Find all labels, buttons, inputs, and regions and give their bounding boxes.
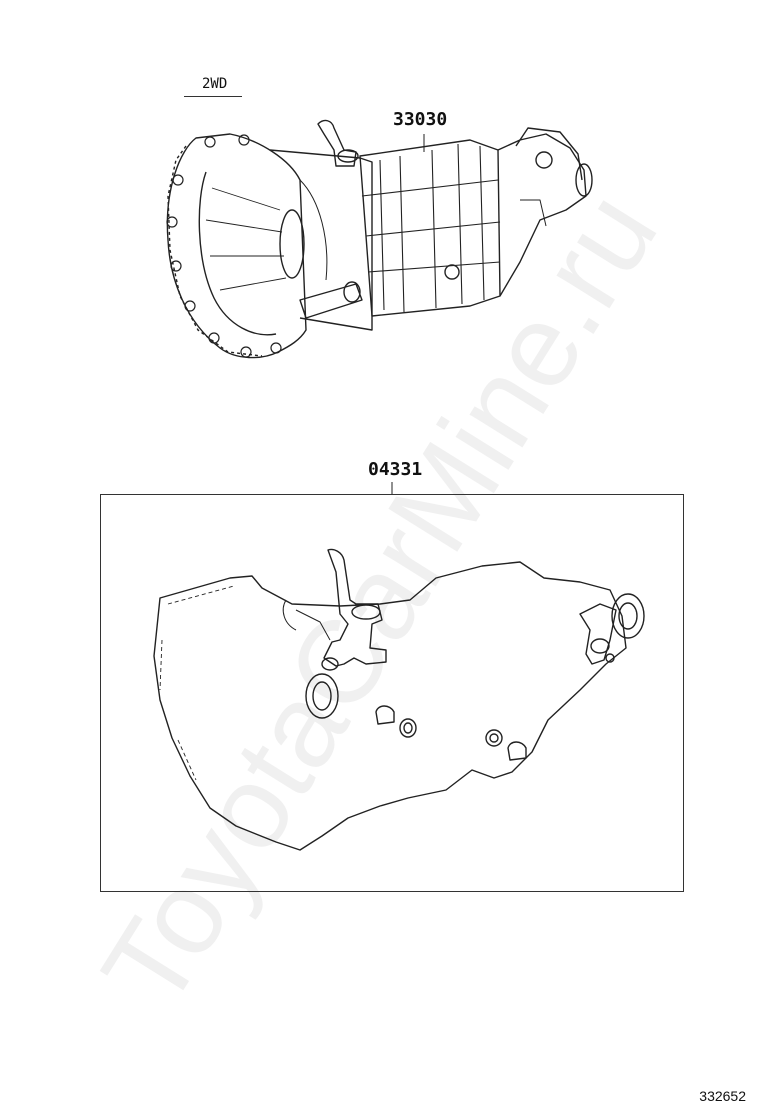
part-number-gasket-kit[interactable]: 04331 [368,459,423,480]
variant-underline [184,96,242,97]
part-number-transmission[interactable]: 33030 [393,109,448,130]
variant-label: 2WD [202,76,228,92]
diagram-id: 332652 [699,1088,746,1104]
gasket-kit-frame [100,494,684,892]
